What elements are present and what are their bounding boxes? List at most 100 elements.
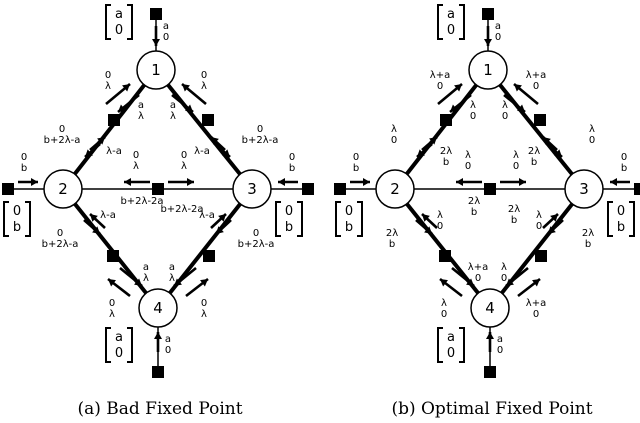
flow-label: 0 [533, 81, 539, 92]
bracket-left [437, 4, 443, 40]
node-label: 2 [58, 180, 68, 198]
flow-label: λ-a [199, 210, 215, 221]
flow-label: b+2λ-2a [120, 196, 163, 207]
arrow-head [429, 137, 437, 145]
flow-label: b [21, 163, 27, 174]
bracket-right [127, 4, 133, 40]
flow-label: a [495, 21, 501, 32]
flow-label: λ [501, 262, 507, 273]
arrow-head [424, 226, 432, 234]
flow-arrow [185, 277, 209, 298]
flow-label: b [443, 157, 449, 168]
flow-arrow [89, 213, 106, 229]
vector-bracket: 0b [335, 201, 363, 237]
arrow-head [417, 149, 425, 157]
node-label: 4 [153, 299, 163, 317]
arrow-head [519, 178, 526, 186]
flow-label: 0 [437, 81, 443, 92]
flow-label: b [389, 239, 395, 250]
bracket-left [105, 327, 111, 363]
bracket-right [459, 327, 465, 363]
node-circle [375, 169, 415, 209]
arrow-head [154, 332, 162, 339]
flow-label: b [353, 163, 359, 174]
router-square [634, 183, 640, 195]
router-square [150, 8, 162, 20]
flow-arrow [152, 26, 160, 46]
flow-arrow [437, 83, 463, 105]
arrow-head [97, 137, 105, 145]
arrow-head [532, 279, 540, 287]
flow-label: λ [181, 161, 187, 172]
link-2-4 [61, 187, 160, 310]
arrow-head [200, 279, 208, 287]
router-square [152, 183, 164, 195]
flow-label: 0 [536, 221, 542, 232]
flow-arrow [517, 277, 541, 298]
flow-label: 0 [621, 152, 627, 163]
flow-arrow [168, 178, 194, 186]
arrow-head [363, 178, 370, 186]
flow-arrow [107, 277, 131, 298]
arrow-head [506, 278, 514, 286]
flow-label: a [170, 100, 176, 111]
arrow-head [543, 137, 551, 145]
flow-arrow [119, 266, 143, 288]
flow-label: 0 [163, 32, 169, 43]
vector-entry: b [617, 220, 625, 235]
arrow-head [548, 226, 556, 234]
node-label: 4 [485, 299, 495, 317]
vector-entry: 0 [617, 204, 625, 219]
arrow-head [211, 137, 219, 145]
flow-arrow [181, 83, 207, 105]
flow-label: b [585, 239, 591, 250]
flow-label: b [531, 157, 537, 168]
arrow-head [422, 214, 430, 222]
arrow-head [454, 84, 462, 92]
flow-label: 0 [513, 161, 519, 172]
router-square [302, 183, 314, 195]
flow-arrow [610, 178, 630, 186]
arrow-head [85, 149, 93, 157]
flow-label: 0 [475, 273, 481, 284]
arrow-head [486, 332, 494, 339]
arrow-head [484, 39, 492, 46]
flow-label: 0 [391, 135, 397, 146]
bracket-right [459, 4, 465, 40]
arrow-head [610, 178, 617, 186]
bracket-right [297, 201, 303, 237]
router-square [2, 183, 14, 195]
arrow-head [187, 178, 194, 186]
bracket-left [335, 201, 341, 237]
flow-label: λ [169, 273, 175, 284]
flow-label: λ [138, 111, 144, 122]
vector-bracket: a0 [437, 4, 465, 40]
router-square [484, 366, 496, 378]
vector-entry: 0 [13, 204, 21, 219]
node-label: 1 [151, 61, 161, 79]
flow-label: 0 [470, 111, 476, 122]
node-label: 3 [579, 180, 589, 198]
flow-label: a [163, 21, 169, 32]
flow-arrow [415, 219, 433, 235]
bracket-left [3, 201, 9, 237]
bracket-left [275, 201, 281, 237]
vector-bracket: 0b [607, 201, 635, 237]
arrow-head [517, 104, 525, 112]
link-3-4 [488, 187, 586, 310]
flow-arrow [210, 136, 226, 151]
flow-label: λ [170, 111, 176, 122]
flow-arrow [210, 213, 227, 229]
arrow-head [222, 149, 230, 157]
node-circle [564, 169, 604, 209]
vector-bracket: a0 [437, 327, 465, 363]
arrow-head [108, 279, 116, 287]
arrow-head [134, 278, 142, 286]
flow-label: 2λ [508, 204, 520, 215]
flow-label: λ [391, 124, 397, 135]
arrow-head [92, 226, 100, 234]
flow-label: a [165, 334, 171, 345]
bracket-right [629, 201, 635, 237]
router-square [334, 183, 346, 195]
flow-label: λ [201, 81, 207, 92]
